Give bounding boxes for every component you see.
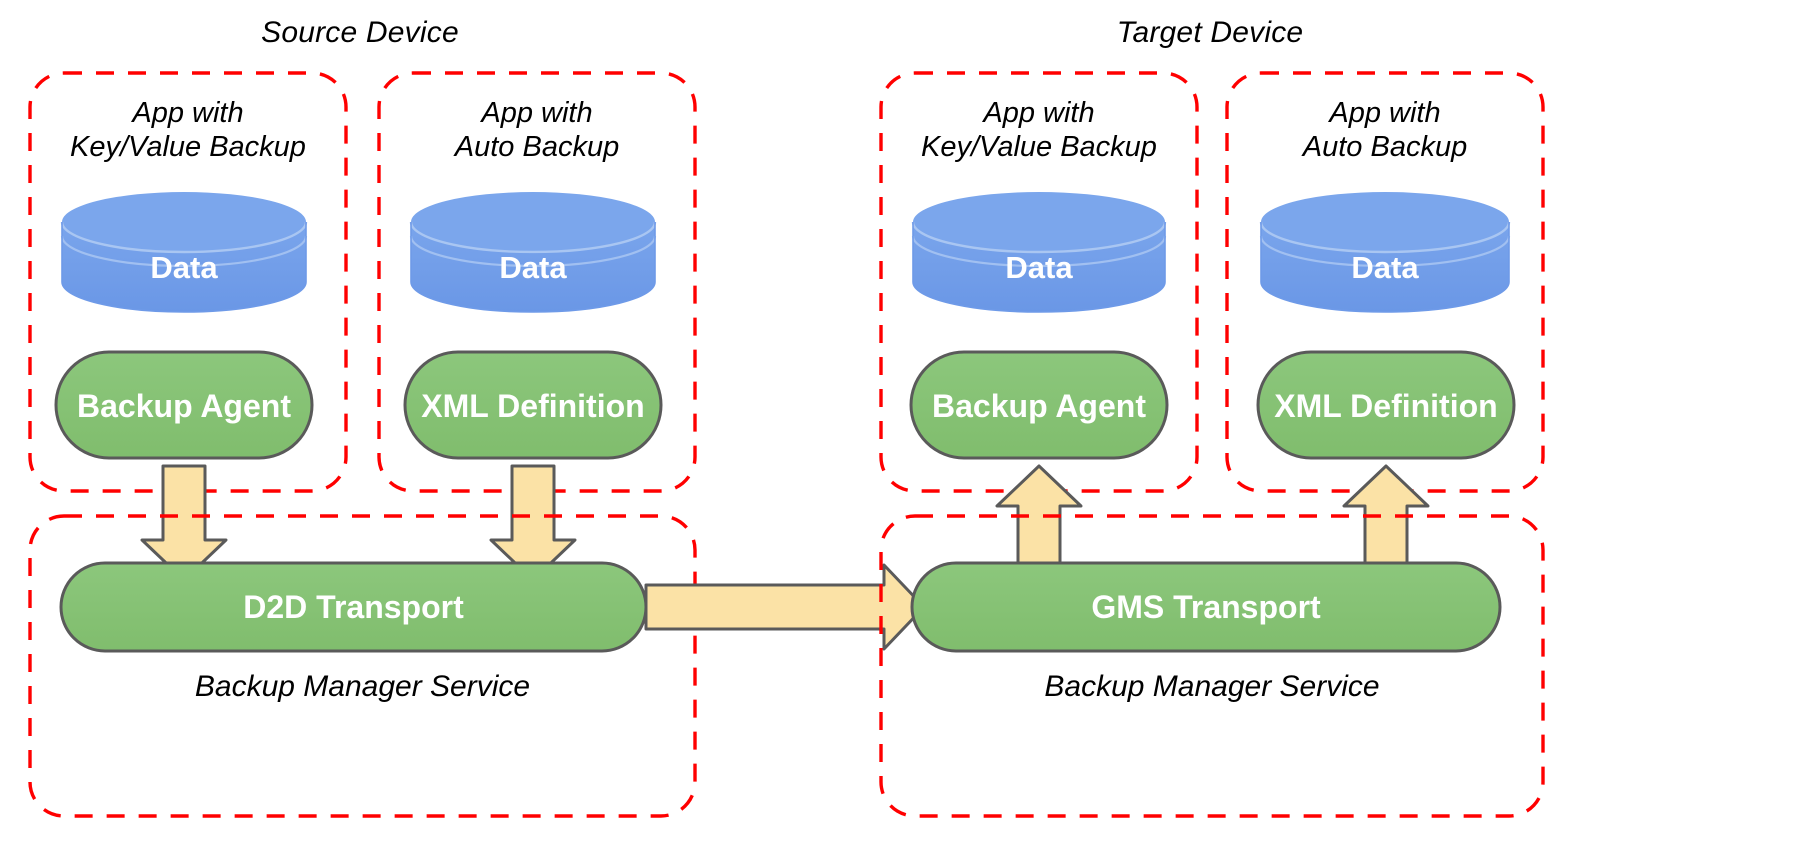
transport-pill-gms bbox=[910, 561, 1502, 653]
service-label-target: Backup Manager Service bbox=[1044, 670, 1380, 703]
service-container-source bbox=[28, 514, 697, 818]
data-cylinder-target-kv bbox=[911, 192, 1167, 313]
component-pill-source-kv bbox=[54, 350, 314, 460]
app-title-source-auto: App with Auto Backup bbox=[454, 97, 620, 163]
flow-arrow-d2d-to-gms bbox=[644, 563, 926, 651]
transport-pill-d2d bbox=[59, 561, 648, 653]
flow-arrow-source-auto-down bbox=[489, 464, 577, 582]
data-cylinder-source-kv bbox=[60, 192, 308, 313]
dashed-service-border bbox=[879, 514, 1545, 818]
app-title-source-kv: App with Key/Value Backup bbox=[70, 97, 306, 163]
device-title-target: Target Device bbox=[1116, 16, 1304, 49]
data-cylinder-source-auto bbox=[409, 192, 657, 313]
component-pill-source-auto bbox=[403, 350, 663, 460]
component-pill-target-kv bbox=[909, 350, 1169, 460]
data-cylinder-target-auto bbox=[1259, 192, 1511, 313]
device-title-source: Source Device bbox=[261, 16, 459, 49]
service-label-source: Backup Manager Service bbox=[194, 670, 531, 703]
app-title-target-kv: App with Key/Value Backup bbox=[921, 97, 1157, 163]
component-pill-target-auto bbox=[1256, 350, 1516, 460]
flow-arrow-source-kv-down bbox=[140, 464, 228, 582]
service-container-target bbox=[879, 514, 1545, 818]
app-title-target-auto: App with Auto Backup bbox=[1302, 97, 1468, 163]
dashed-service-border bbox=[28, 514, 697, 818]
